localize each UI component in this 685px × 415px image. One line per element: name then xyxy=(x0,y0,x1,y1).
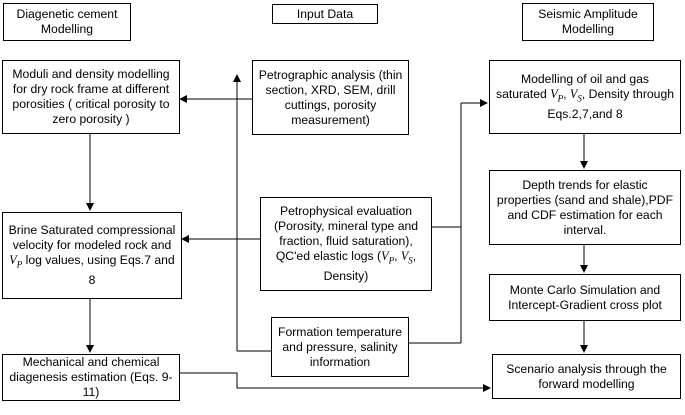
header-input-data: Input Data xyxy=(272,4,378,24)
box-petrophysical-evaluation: Petrophysical evaluation (Porosity, mine… xyxy=(260,197,432,291)
box-brine-saturated-velocity: Brine Saturated compressional velocity f… xyxy=(2,212,182,299)
box-moduli-density-modelling: Moduli and density modelling for dry roc… xyxy=(2,60,180,134)
box-petrographic-analysis: Petrographic analysis (thin section, XRD… xyxy=(252,60,409,135)
vp-symbol: VP xyxy=(381,249,395,266)
arrow-mechanical-to-scenario xyxy=(180,372,491,392)
box-mechanical-chemical-diagenesis: Mechanical and chemical diagenesis estim… xyxy=(2,354,180,401)
box-scenario-analysis: Scenario analysis through the forward mo… xyxy=(492,354,681,399)
vp-symbol: VP xyxy=(550,87,564,104)
vs-symbol: VS xyxy=(400,249,413,266)
vp-symbol: VP xyxy=(9,253,23,270)
box-formation-temperature-pressure: Formation temperature and pressure, sali… xyxy=(271,317,409,377)
box-monte-carlo-simulation: Monte Carlo Simulation and Intercept-Gra… xyxy=(489,274,681,321)
header-diagenetic-cement-modelling: Diagenetic cement Modelling xyxy=(3,3,131,41)
vs-symbol: VS xyxy=(569,87,582,104)
box-depth-trends: Depth trends for elastic properties (san… xyxy=(489,170,681,245)
box-oil-gas-saturated-modelling: Modelling of oil and gas saturated VP, V… xyxy=(489,60,681,134)
header-seismic-amplitude-modelling: Seismic Amplitude Modelling xyxy=(522,3,654,41)
